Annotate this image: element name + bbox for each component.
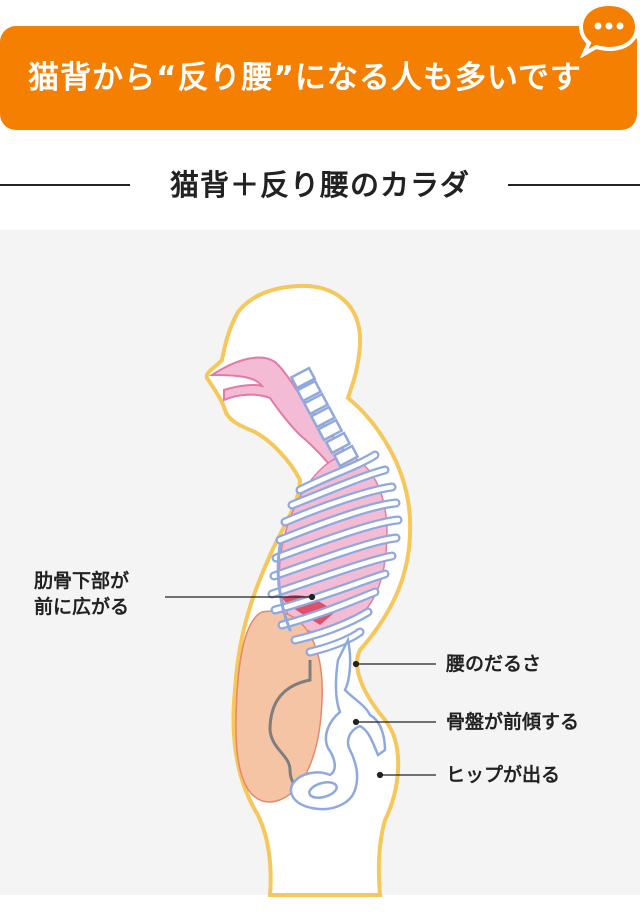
divider-right [508,184,640,186]
title-text: 猫背から“反り腰”になる人も多いです [28,60,582,96]
pelvis-hole [308,781,338,799]
ribcage [267,450,403,657]
subtitle: 猫背＋反り腰のカラダ [169,168,470,202]
label-ribs: 肋骨下部が 前に広がる [34,568,129,620]
label-ribs-line2: 前に広がる [34,596,130,618]
label-ribs-line1: 肋骨下部が [34,570,130,592]
pelvis [289,636,387,811]
speech-bubble-icon [578,1,640,58]
divider-left [0,184,130,186]
subtitle-row: 猫背＋反り腰のカラダ [0,160,640,210]
airway [208,356,357,480]
label-hip: ヒップが出る [446,764,561,786]
label-lower-back: 腰のだるさ [446,653,542,675]
label-pelvis: 骨盤が前傾する [446,711,580,733]
cervical-spine [289,366,360,468]
leader-lines [165,593,436,779]
title-banner: 猫背から“反り腰”になる人も多いです [0,26,637,130]
